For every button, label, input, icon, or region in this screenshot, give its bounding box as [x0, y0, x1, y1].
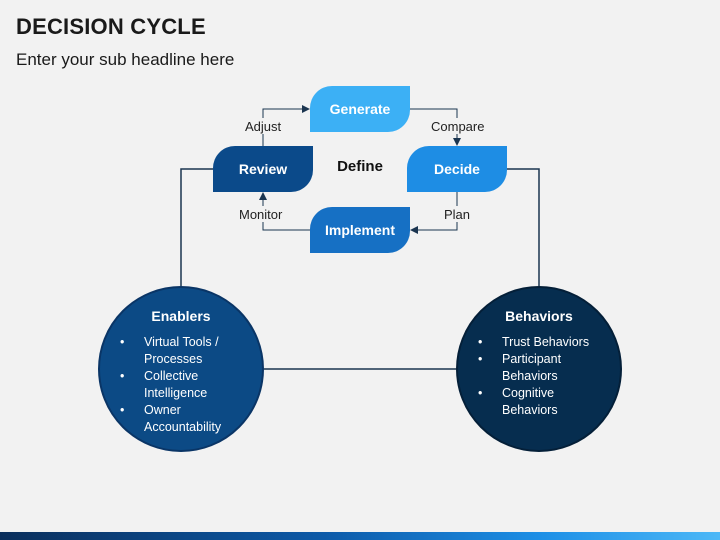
decide-node: Decide: [407, 146, 507, 192]
behaviors-circle: Behaviors Trust Behaviors Participant Be…: [456, 286, 622, 452]
behaviors-item: Participant Behaviors: [478, 351, 613, 385]
enablers-item: Virtual Tools / Processes: [120, 334, 255, 368]
arrow-compare: [410, 108, 457, 144]
behaviors-list: Trust Behaviors Participant Behaviors Co…: [478, 334, 613, 419]
implement-node: Implement: [310, 207, 410, 253]
enablers-title: Enablers: [151, 308, 211, 324]
enablers-item: Owner Accountability: [120, 402, 255, 436]
enablers-list: Virtual Tools / Processes Collective Int…: [120, 334, 255, 436]
review-node: Review: [213, 146, 313, 192]
plan-label: Plan: [444, 207, 471, 222]
adjust-label: Adjust: [245, 119, 282, 134]
line-decide-behaviors: [507, 168, 540, 286]
arrow-plan: [412, 192, 458, 230]
arrow-adjust: [262, 109, 308, 146]
behaviors-title: Behaviors: [505, 308, 573, 324]
arrow-monitor: [263, 194, 310, 231]
generate-node: Generate: [310, 86, 410, 132]
compare-label: Compare: [431, 119, 485, 134]
behaviors-item: Cognitive Behaviors: [478, 385, 613, 419]
behaviors-item: Trust Behaviors: [478, 334, 613, 351]
page-subtitle: Enter your sub headline here: [16, 50, 235, 69]
enablers-item: Collective Intelligence: [120, 368, 255, 402]
enablers-circle: Enablers Virtual Tools / Processes Colle…: [98, 286, 264, 452]
page-title: DECISION CYCLE: [16, 14, 206, 39]
define-label: Define: [337, 158, 383, 175]
monitor-label: Monitor: [239, 207, 283, 222]
line-review-enablers: [180, 168, 213, 286]
bottom-accent-bar: [0, 532, 720, 540]
